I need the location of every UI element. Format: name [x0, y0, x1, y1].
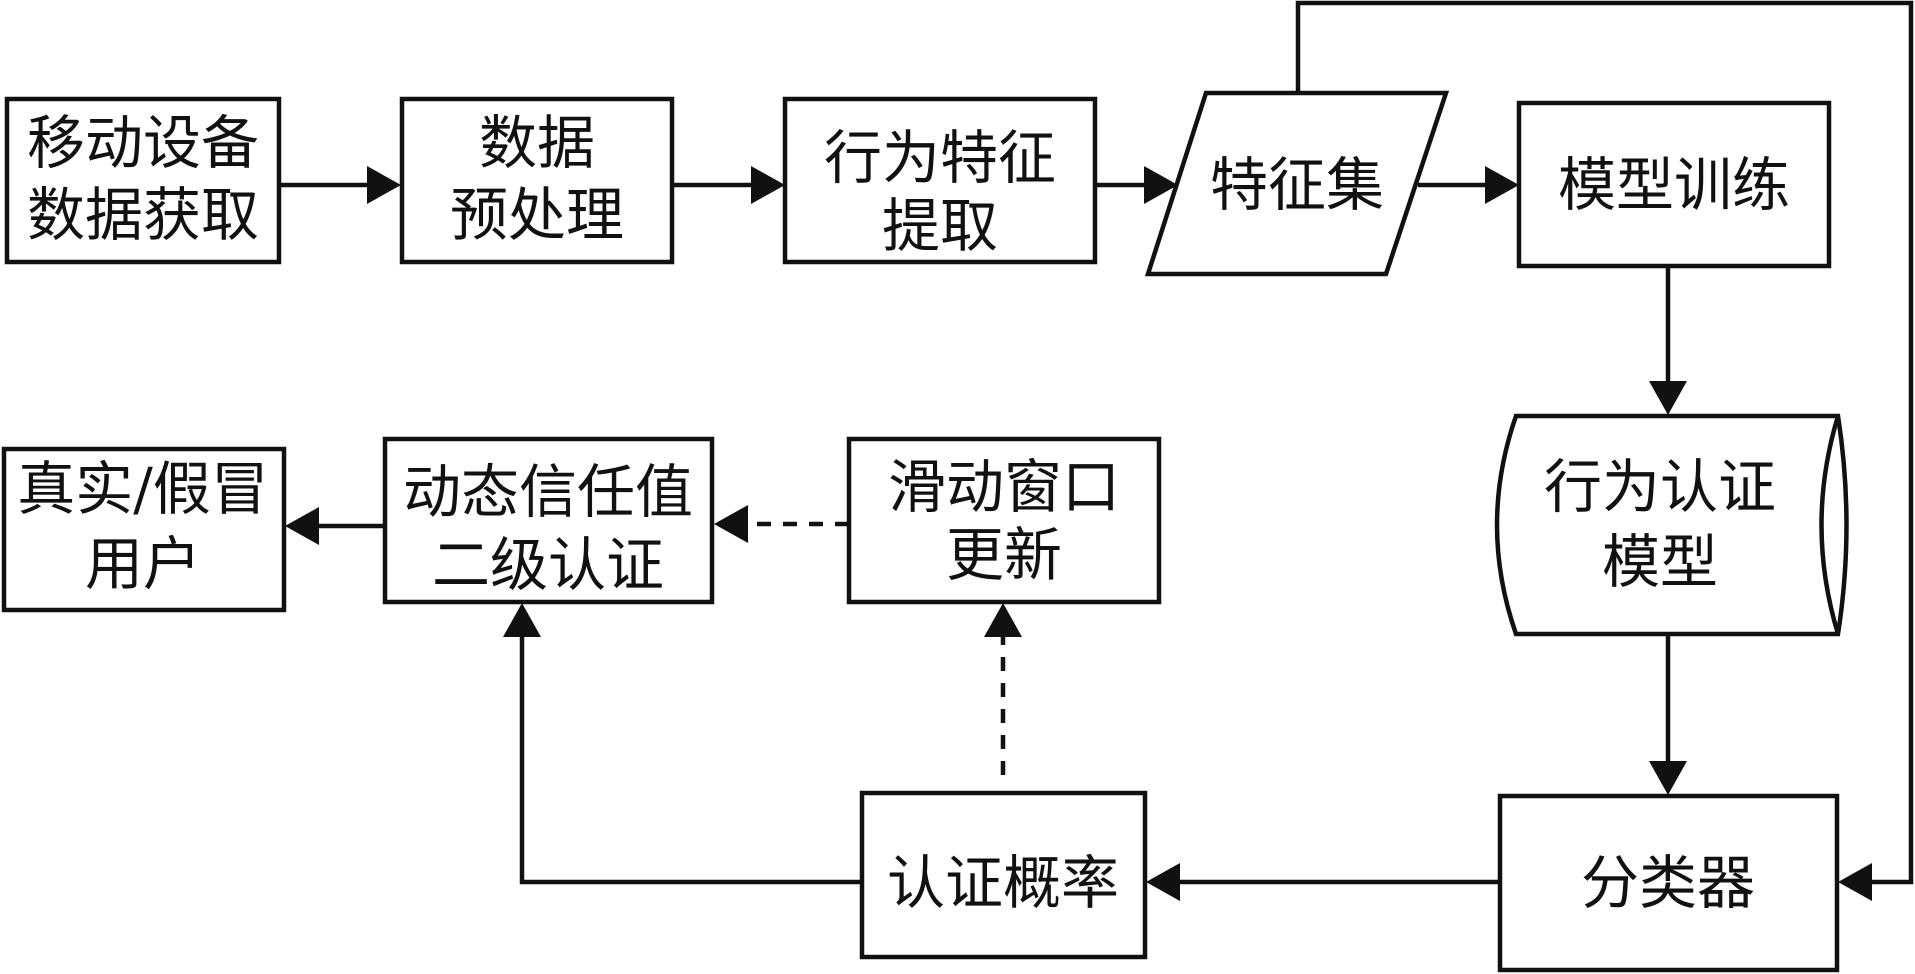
- arrowhead-classifier-top: [1649, 761, 1687, 795]
- arrowhead-trust-auth-bottom: [503, 603, 541, 637]
- node-window-update-line2: 更新: [946, 521, 1062, 589]
- arrowhead-feature-set: [1144, 166, 1178, 204]
- arrowhead-model-training: [1485, 166, 1519, 204]
- arrowhead-trust-auth-right: [714, 505, 748, 543]
- node-user-result: 真实/假冒 用户: [1, 446, 287, 613]
- node-auth-model-line1: 行为认证: [1544, 453, 1776, 521]
- node-mobile-data: 移动设备 数据获取: [4, 96, 282, 265]
- node-mobile-data-line1: 移动设备: [27, 109, 259, 177]
- node-feature-extract-line2: 提取: [882, 192, 998, 260]
- arrowhead-auth-model: [1649, 381, 1687, 415]
- edge-auth-prob-to-trust-auth: [519, 636, 862, 885]
- arrowhead-user-result: [285, 507, 319, 545]
- node-mobile-data-line2: 数据获取: [27, 181, 259, 249]
- node-feature-extract: 行为特征 提取: [782, 96, 1098, 265]
- node-preprocess-line2: 预处理: [450, 181, 624, 249]
- node-feature-extract-line1: 行为特征: [824, 124, 1056, 192]
- node-model-training-label: 模型训练: [1558, 151, 1790, 219]
- node-preprocess: 数据 预处理: [399, 96, 675, 265]
- arrowhead-auth-prob: [1146, 863, 1180, 901]
- node-window-update: 滑动窗口 更新: [846, 436, 1162, 605]
- node-trust-auth: 动态信任值 二级认证: [382, 436, 715, 605]
- node-user-result-line2: 用户: [85, 530, 201, 598]
- node-user-result-line1: 真实/假冒: [17, 455, 269, 523]
- node-model-training: 模型训练: [1516, 100, 1832, 269]
- node-feature-set: 特征集: [1144, 90, 1450, 277]
- arrowhead-feature-extract: [751, 166, 785, 204]
- arrowhead-window-update: [984, 603, 1022, 637]
- node-auth-prob: 认证概率: [859, 790, 1148, 960]
- node-classifier-label: 分类器: [1581, 849, 1755, 917]
- arrowhead-classifier-right: [1838, 863, 1872, 901]
- node-auth-prob-label: 认证概率: [887, 849, 1119, 917]
- node-window-update-line1: 滑动窗口: [888, 453, 1120, 521]
- arrowhead-preprocess: [367, 166, 401, 204]
- node-preprocess-line1: 数据: [479, 109, 595, 177]
- edge-feature-set-to-classifier: [1295, 0, 1914, 885]
- node-trust-auth-line2: 二级认证: [432, 531, 664, 599]
- node-classifier: 分类器: [1497, 793, 1840, 973]
- node-auth-model: 行为认证 模型: [1494, 413, 1849, 637]
- edges: [281, 0, 1914, 901]
- node-feature-set-label: 特征集: [1210, 151, 1384, 219]
- node-auth-model-line2: 模型: [1602, 528, 1718, 596]
- node-trust-auth-line1: 动态信任值: [403, 458, 693, 526]
